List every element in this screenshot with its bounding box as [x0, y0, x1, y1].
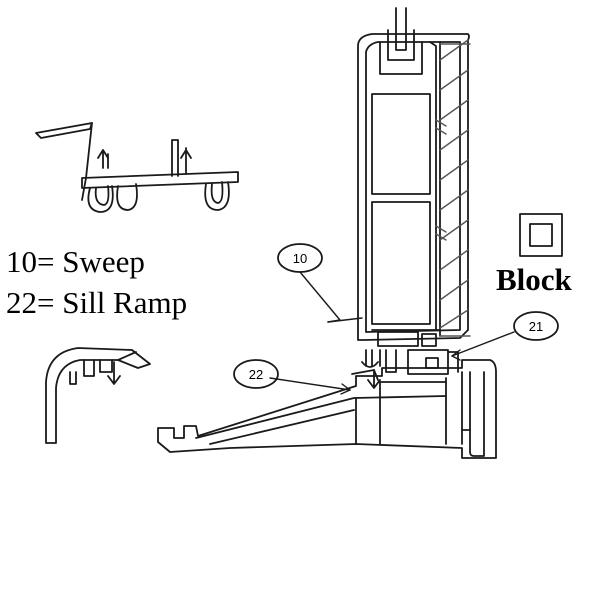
door-panel-hatching: [435, 39, 471, 337]
callout-bubble-10: [277, 243, 323, 273]
block-label: Block: [496, 262, 572, 297]
sweep-profile-drawing: [35, 122, 239, 213]
legend-sweep: 10= Sweep: [6, 244, 145, 279]
seal-details: [361, 349, 459, 389]
callout-leaders: [269, 271, 515, 395]
callout-number-21: 21: [529, 319, 543, 334]
block-part-drawing: [519, 213, 563, 257]
callout-bubble-21: [513, 311, 559, 341]
callout-bubble-22: [233, 359, 279, 389]
callout-number-10: 10: [293, 251, 307, 266]
legend-sill-ramp: 22= Sill Ramp: [6, 285, 188, 320]
callout-number-22: 22: [249, 367, 263, 382]
sill-ramp-profile-drawing: [45, 347, 151, 444]
door-leaf-section: [357, 7, 470, 347]
sill-assembly-section: [157, 359, 497, 459]
